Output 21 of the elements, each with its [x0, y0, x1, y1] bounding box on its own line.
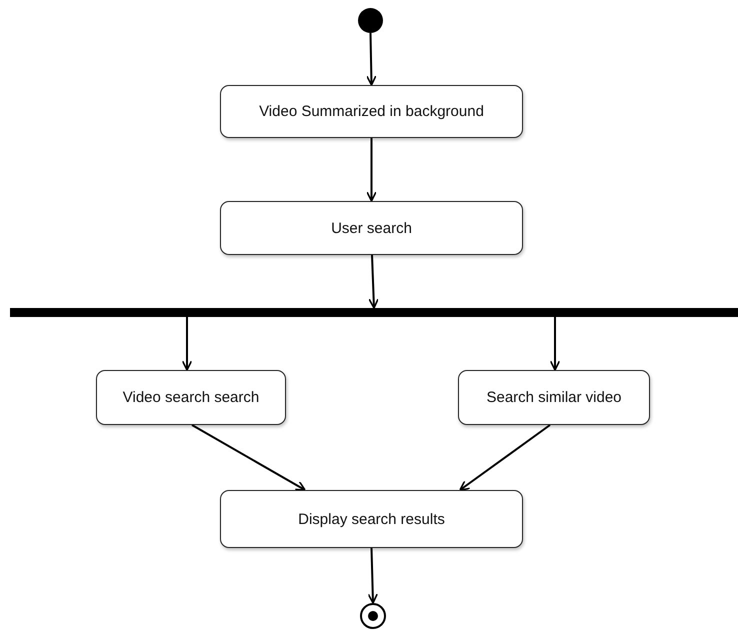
arrow: [192, 424, 306, 491]
action-label: Video search search: [122, 389, 260, 406]
arrow: [368, 254, 379, 309]
action-box: [458, 370, 650, 425]
arrow: [459, 424, 551, 491]
action-box: [220, 201, 523, 255]
arrow: [367, 548, 378, 604]
start-node: [358, 8, 383, 33]
action-label: Search similar video: [485, 389, 623, 406]
action-box: [220, 85, 523, 138]
arrow: [366, 32, 377, 86]
end-node: [360, 603, 386, 629]
action-box: [220, 490, 523, 548]
arrow: [550, 317, 560, 371]
action-label: User search: [330, 220, 413, 236]
arrow: [366, 138, 377, 202]
arrow: [182, 317, 192, 371]
action-label: Video Summarized in background: [258, 103, 485, 120]
action-box: [96, 370, 286, 425]
action-label: Display search results: [297, 510, 446, 528]
fork-bar: [10, 308, 738, 317]
